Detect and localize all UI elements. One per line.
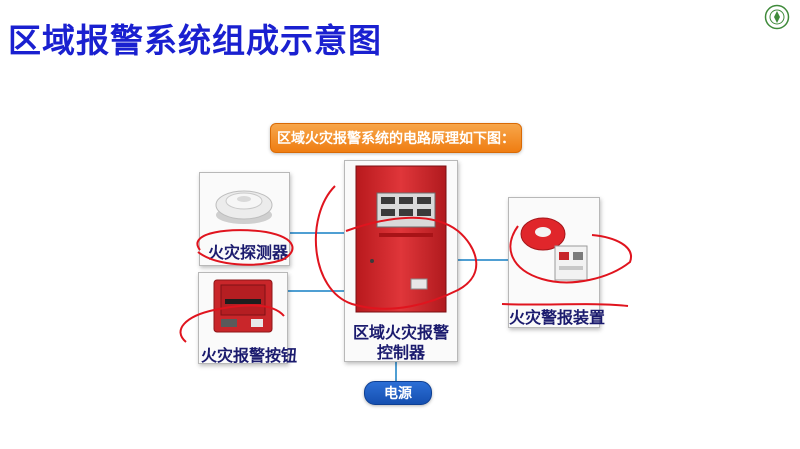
alarm-device-label: 火灾警报装置: [509, 308, 606, 327]
fire-detector-label: 火灾探测器: [208, 243, 289, 262]
alarm-button-box: 火灾报警按钮: [198, 272, 297, 365]
alarm-button-label: 火灾报警按钮: [201, 346, 298, 365]
alarm-device-box: 火灾警报装置: [508, 197, 605, 328]
power-supply-badge: 电源: [364, 381, 432, 405]
wire-controller-power: [395, 359, 397, 383]
annotation-alarm-ellipse: [509, 225, 632, 284]
wire-controller-alarm: [456, 259, 508, 261]
manual-call-point-icon: [213, 279, 273, 333]
annotation-button-ellipse: [179, 304, 285, 343]
controller-label-line2: 控制器: [377, 343, 426, 362]
controller-cabinet-icon: [355, 165, 447, 313]
annotation-detector-ellipse: [196, 229, 294, 266]
alarm-bell-icon: [515, 204, 595, 290]
smoke-detector-icon: [200, 173, 289, 233]
fire-detector-box: 火灾探测器: [199, 172, 290, 266]
controller-label-line1: 区域火灾报警: [353, 323, 450, 342]
annotation-controller-ellipse: [315, 185, 478, 310]
controller-box: 区域火灾报警 控制器: [344, 160, 458, 362]
wire-button-controller: [286, 290, 344, 292]
annotation-alarm-underline: [501, 303, 629, 307]
slide-title: 区域报警系统组成示意图: [8, 21, 382, 60]
logo-icon: [764, 4, 790, 30]
diagram-banner: 区域火灾报警系统的电路原理如下图：: [270, 123, 522, 153]
